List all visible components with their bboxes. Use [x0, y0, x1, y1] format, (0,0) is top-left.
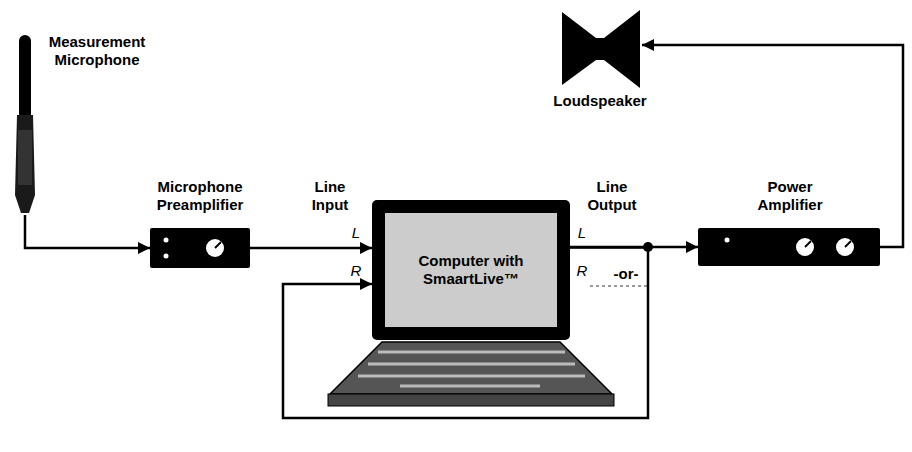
device-heading: Loudspeaker — [545, 92, 655, 110]
alt-output-wire — [590, 285, 648, 287]
device-node: Loudspeaker — [560, 8, 642, 88]
device-node: Computer with SmaartLive™ — [372, 200, 570, 340]
channel-label: R — [348, 262, 364, 280]
preamp-symbol — [150, 228, 250, 268]
screen-text: Computer with SmaartLive™ — [392, 252, 550, 288]
device-heading: Measurement Microphone — [35, 33, 160, 69]
device-heading: Microphone Preamplifier — [145, 178, 255, 214]
port-label: Line Output — [581, 178, 643, 214]
device-node: Power Amplifier — [698, 228, 880, 266]
device-node: Measurement Microphone — [12, 35, 38, 215]
signal-wire — [642, 45, 903, 247]
device-node: Microphone Preamplifier — [150, 228, 250, 268]
signal-wire — [250, 247, 372, 250]
channel-label: L — [348, 224, 364, 242]
port-label: -or- — [608, 265, 644, 283]
port-label: Line Input — [304, 178, 356, 214]
signal-wire — [25, 215, 150, 248]
channel-label: R — [574, 262, 590, 280]
channel-label: L — [574, 224, 590, 242]
power-amp-symbol — [698, 228, 880, 266]
signal-wire — [283, 248, 648, 419]
loudspeaker-symbol — [562, 10, 640, 88]
device-heading: Power Amplifier — [745, 178, 835, 214]
microphone-symbol — [15, 35, 35, 213]
laptop-symbol — [328, 200, 614, 406]
